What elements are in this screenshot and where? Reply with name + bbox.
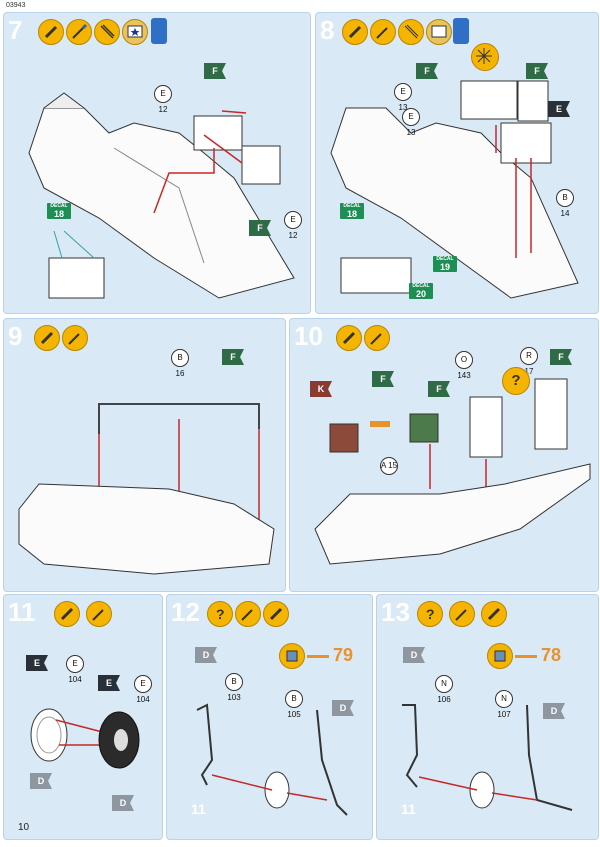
part-ref: B 105 bbox=[285, 690, 303, 719]
part-ref: O 143 bbox=[455, 351, 473, 380]
paint-flag: F bbox=[428, 381, 450, 397]
brush-icon bbox=[66, 19, 92, 45]
paint-flag: F bbox=[249, 220, 271, 236]
svg-text:?: ? bbox=[216, 606, 225, 622]
fuselage-illustration bbox=[330, 80, 579, 299]
paint-flag: K bbox=[310, 381, 332, 397]
glue-icon bbox=[38, 19, 64, 45]
part-ref: E 12 bbox=[154, 85, 172, 114]
cross-reference-icon bbox=[279, 643, 305, 669]
landing-gear-illustration bbox=[402, 704, 573, 811]
paint-flag: D bbox=[195, 647, 217, 663]
tweezers-icon bbox=[94, 19, 120, 45]
part-ref: E 13 bbox=[402, 108, 420, 137]
paint-flag: E bbox=[98, 675, 120, 691]
paint-flag: F bbox=[526, 63, 548, 79]
paint-flag: E bbox=[548, 101, 570, 117]
part-ref: E 12 bbox=[284, 211, 302, 240]
step-11-panel: 11 E E 104 E E 104 D D bbox=[3, 594, 163, 840]
liquid-glue-icon bbox=[151, 18, 167, 44]
brush-icon bbox=[235, 601, 261, 627]
subassembly-ref: 11 bbox=[401, 801, 416, 817]
svg-text:?: ? bbox=[426, 606, 435, 622]
step-number: 13 bbox=[381, 597, 410, 627]
brush-icon bbox=[449, 601, 475, 627]
brush-icon bbox=[62, 325, 88, 351]
decal-sheet-icon bbox=[426, 19, 452, 45]
step-12-panel: 12 ? 79 D B 103 B 105 D 11 bbox=[166, 594, 373, 840]
step-number: 9 bbox=[8, 321, 23, 351]
step-number: 10 bbox=[294, 321, 323, 351]
wheel-illustration bbox=[30, 708, 140, 769]
fuselage-illustration bbox=[28, 92, 295, 299]
paint-flag: F bbox=[416, 63, 438, 79]
paint-flag: F bbox=[372, 371, 394, 387]
decal-sheet-icon bbox=[122, 19, 148, 45]
part-ref: N 106 bbox=[435, 675, 453, 704]
xref-arrow bbox=[307, 655, 329, 658]
liquid-glue-icon bbox=[453, 18, 469, 44]
question-icon: ? bbox=[502, 367, 530, 395]
step-number: 8 bbox=[320, 15, 335, 45]
part-ref: R 17 bbox=[520, 347, 538, 376]
glue-icon bbox=[342, 19, 368, 45]
paint-flag: D bbox=[332, 700, 354, 716]
xref-arrow bbox=[515, 655, 537, 658]
paint-flag: F bbox=[550, 349, 572, 365]
glue-icon bbox=[54, 601, 80, 627]
landing-gear-illustration bbox=[196, 703, 348, 816]
xref-step: 78 bbox=[541, 645, 562, 665]
brush-icon bbox=[370, 19, 396, 45]
brush-icon bbox=[86, 601, 112, 627]
part-ref: E 104 bbox=[134, 675, 152, 704]
paint-flag: D bbox=[112, 795, 134, 811]
fuselage-illustration bbox=[18, 403, 275, 575]
part-ref: B 14 bbox=[556, 189, 574, 218]
step-10-panel: 10 K F F F O 143 R 17 A 15 ? bbox=[289, 318, 599, 592]
paint-mix-icon bbox=[471, 43, 499, 71]
subassembly-ref: 11 bbox=[191, 801, 206, 817]
xref-step: 79 bbox=[333, 645, 354, 665]
cross-reference-icon bbox=[487, 643, 513, 669]
cockpit-illustration bbox=[314, 378, 591, 565]
paint-flag: F bbox=[204, 63, 226, 79]
question-icon: ? bbox=[207, 601, 233, 627]
step-number: 7 bbox=[8, 15, 23, 45]
part-ref: B 16 bbox=[171, 349, 189, 378]
glue-icon bbox=[481, 601, 507, 627]
brush-icon bbox=[364, 325, 390, 351]
tweezers-icon bbox=[398, 19, 424, 45]
paint-flag: D bbox=[403, 647, 425, 663]
step-number: 11 bbox=[8, 597, 36, 627]
glue-icon bbox=[34, 325, 60, 351]
glue-icon bbox=[263, 601, 289, 627]
part-ref: N 107 bbox=[495, 690, 513, 719]
paint-flag: D bbox=[30, 773, 52, 789]
paint-flag: F bbox=[222, 349, 244, 365]
page-number: 10 bbox=[18, 822, 30, 833]
question-icon: ? bbox=[417, 601, 443, 627]
step-9-panel: 9 B 16 F bbox=[3, 318, 286, 592]
paint-flag: E bbox=[26, 655, 48, 671]
part-ref: E 13 bbox=[394, 83, 412, 112]
paint-flag: D bbox=[543, 703, 565, 719]
step-13-panel: 13 ? 78 D N 106 N 107 D 11 bbox=[376, 594, 599, 840]
document-code: 03943 bbox=[6, 2, 26, 9]
step-number: 12 bbox=[171, 597, 200, 627]
part-ref: B 103 bbox=[225, 673, 243, 702]
part-ref: E 104 bbox=[66, 655, 84, 684]
part-ref: A 15 bbox=[380, 457, 398, 475]
glue-icon bbox=[336, 325, 362, 351]
